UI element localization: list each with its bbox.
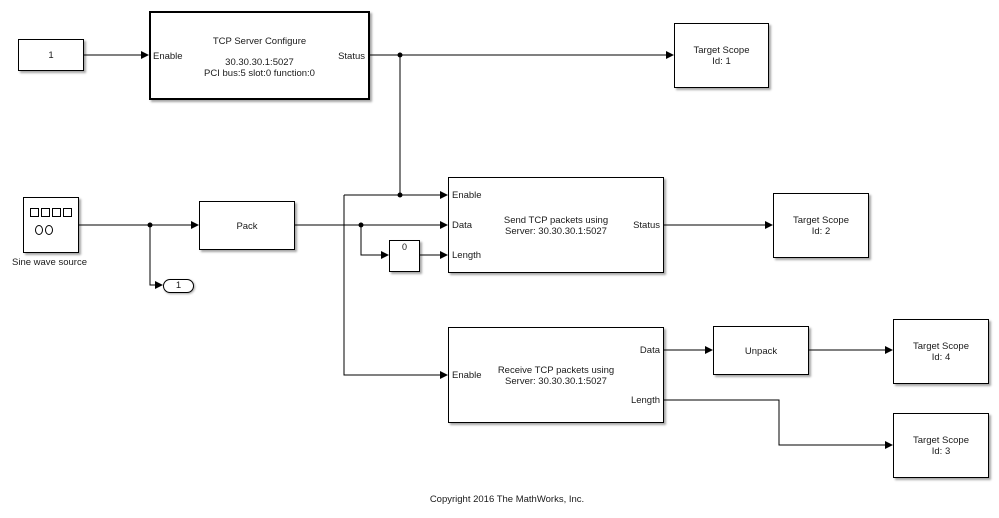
send-tcp-title: Send TCP packets using <box>503 215 609 226</box>
sine-icon <box>24 204 78 222</box>
port-length: Length <box>630 395 660 406</box>
tcp-server-pci: PCI bus:5 slot:0 function:0 <box>204 68 315 79</box>
junction-dot <box>147 222 153 228</box>
constant-block[interactable]: 1 <box>18 39 84 71</box>
width-block[interactable]: 0 <box>389 240 420 272</box>
tcp-server-configure-block[interactable]: TCP Server Configure 30.30.30.1:5027 PCI… <box>149 11 370 100</box>
send-tcp-server: Server: 30.30.30.1:5027 <box>505 226 607 237</box>
port-enable: Enable <box>452 190 482 201</box>
constant-value: 1 <box>48 50 54 61</box>
pack-label: Pack <box>236 221 258 232</box>
wire-data-to-width <box>360 225 389 259</box>
tcp-server-address: 30.30.30.1:5027 <box>225 57 294 68</box>
wire-sine-to-outport <box>149 225 163 289</box>
send-tcp-block[interactable]: Send TCP packets using Server: 30.30.30.… <box>448 177 664 273</box>
outport-label: 1 <box>175 280 182 291</box>
port-status: Status <box>338 51 365 62</box>
scope-id: Id: 3 <box>931 446 951 457</box>
target-scope-2[interactable]: Target Scope Id: 2 <box>773 193 869 258</box>
junction-dot <box>397 192 403 198</box>
receive-tcp-title: Receive TCP packets using <box>497 365 615 376</box>
port-enable: Enable <box>452 370 482 381</box>
receive-tcp-block[interactable]: Receive TCP packets using Server: 30.30.… <box>448 327 664 423</box>
junction-dot <box>358 222 364 228</box>
scope-id: Id: 1 <box>712 56 731 67</box>
pack-block[interactable]: Pack <box>199 201 295 250</box>
scope-title: Target Scope <box>913 341 969 352</box>
port-enable: Enable <box>153 51 183 62</box>
target-scope-3[interactable]: Target Scope Id: 3 <box>893 413 989 478</box>
port-data: Data <box>639 345 660 356</box>
port-length: Length <box>452 250 482 261</box>
copyright-text: Copyright 2016 The MathWorks, Inc. <box>429 494 585 505</box>
port-data: Data <box>452 220 473 231</box>
wire-enable-vertical <box>343 195 448 379</box>
scope-title: Target Scope <box>913 435 969 446</box>
junction-dot <box>397 52 403 58</box>
sine-wave-source-block[interactable] <box>23 197 79 253</box>
target-scope-4[interactable]: Target Scope Id: 4 <box>893 319 989 384</box>
unpack-label: Unpack <box>744 346 778 357</box>
unpack-block[interactable]: Unpack <box>713 326 809 375</box>
width-label: 0 <box>401 242 407 252</box>
tcp-server-title: TCP Server Configure <box>212 36 307 47</box>
scope-title: Target Scope <box>693 45 750 56</box>
sine-icon-circles <box>34 222 54 240</box>
target-scope-1[interactable]: Target Scope Id: 1 <box>674 23 769 88</box>
scope-title: Target Scope <box>793 215 849 226</box>
receive-tcp-server: Server: 30.30.30.1:5027 <box>505 376 607 387</box>
sine-wave-source-label: Sine wave source <box>12 257 87 268</box>
port-status: Status <box>633 220 660 231</box>
scope-id: Id: 4 <box>931 352 951 363</box>
scope-id: Id: 2 <box>811 226 831 237</box>
outport-1[interactable]: 1 <box>163 279 194 293</box>
wire-recv-length-to-scope3 <box>663 399 893 449</box>
